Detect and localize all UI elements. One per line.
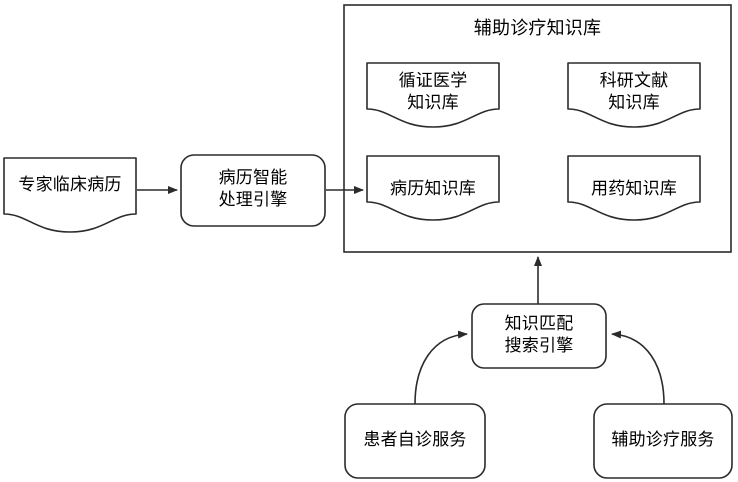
record-processing-engine-node[interactable] [181, 155, 325, 226]
record-processing-engine-shape [180, 154, 326, 227]
medication-kb-node[interactable] [568, 156, 700, 220]
medication-kb-shape [567, 155, 701, 221]
medical-record-kb-shape [366, 155, 500, 221]
knowledge-match-search-engine-node[interactable] [472, 304, 606, 368]
research-literature-kb-node[interactable] [568, 63, 700, 127]
assisted-diagnosis-service-node[interactable] [594, 404, 732, 478]
evidence-based-medicine-kb-node[interactable] [367, 63, 499, 127]
knowledge-base-container-node[interactable] [344, 5, 731, 53]
medical-record-kb-node[interactable] [367, 156, 499, 220]
knowledge-match-search-engine-shape [471, 303, 607, 369]
evidence-based-medicine-kb-shape [366, 62, 500, 128]
expert-clinical-records-node[interactable] [4, 158, 137, 232]
edge-assisted-to-search [611, 330, 665, 405]
research-literature-kb-shape [567, 62, 701, 128]
expert-clinical-records-shape [3, 157, 137, 233]
patient-self-diagnosis-service-node[interactable] [345, 404, 485, 478]
assisted-diagnosis-service-shape [593, 403, 733, 479]
edge-patient-to-search [414, 330, 468, 405]
